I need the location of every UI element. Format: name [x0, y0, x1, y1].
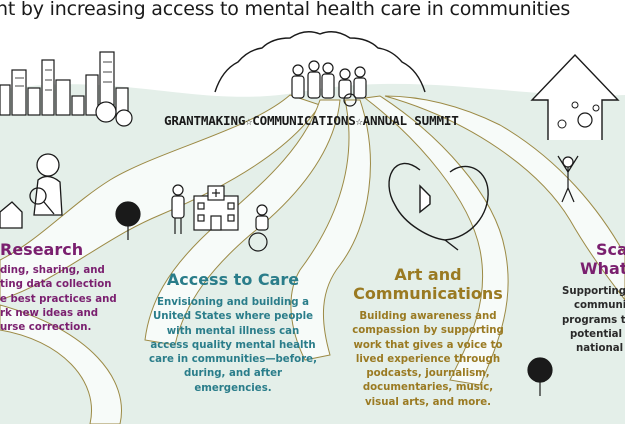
- access-line: United States where people: [152, 311, 314, 323]
- access-line: emergencies.: [194, 382, 272, 394]
- research-line: ting data collection: [0, 279, 112, 291]
- research-description: ding, sharing, and ting data collection …: [0, 264, 117, 335]
- scale-line: Supporting: [562, 286, 625, 297]
- art-line: Building awareness and: [359, 311, 497, 322]
- research-line: e best practices and: [0, 293, 117, 305]
- wheelchair-user-icon: [248, 204, 269, 252]
- tree-icon: [95, 101, 117, 123]
- access-line: during, and after: [183, 368, 283, 380]
- doctor-icon: [171, 184, 185, 234]
- winding-roads: [0, 94, 625, 424]
- star-separator-2: ☆: [355, 114, 363, 128]
- page-heading: nt by increasing access to mental health…: [0, 0, 571, 20]
- art-line: lived experience through: [355, 353, 501, 365]
- scale-line: national: [576, 343, 624, 355]
- star-separator-1: ☆: [245, 114, 253, 128]
- research-line: rk new ideas and: [0, 307, 99, 319]
- research-line: ding, sharing, and: [0, 265, 105, 276]
- art-title-line-2: Communications: [353, 284, 503, 303]
- tree-icon-left: [115, 201, 141, 240]
- cheering-person-icon: [557, 155, 579, 203]
- banner-grantmaking: GRANTMAKING: [164, 113, 246, 128]
- access-line: access quality mental health: [150, 339, 316, 351]
- scale-title: Sca: [584, 240, 625, 259]
- scale-description: Supporting communi programs th potential…: [562, 285, 625, 356]
- access-line: with mental illness can: [166, 325, 300, 337]
- art-title-line-1: Art and: [394, 265, 462, 284]
- access-line: Envisioning and building a: [157, 297, 309, 308]
- banner-communications: COMMUNICATIONS: [252, 113, 356, 128]
- city-skyline: [0, 51, 129, 116]
- sun-rays: [214, 31, 426, 93]
- art-line: documentaries, music,: [362, 382, 494, 394]
- tree-icon-right: [527, 357, 553, 396]
- researcher-with-magnifier-icon: [0, 153, 63, 229]
- access-description: Envisioning and building a United States…: [143, 296, 323, 396]
- people-group-icon: [291, 60, 367, 107]
- access-line: care in communities—before,: [149, 354, 317, 366]
- scale-line: programs th: [562, 314, 625, 326]
- research-line: urse correction.: [0, 322, 92, 334]
- art-title: Art and Communications: [348, 265, 508, 303]
- art-line: podcasts, journalism,: [366, 368, 490, 380]
- art-line: visual arts, and more.: [365, 396, 491, 408]
- scale-title-2: What W: [580, 259, 625, 278]
- banner-annual-summit: ANNUAL SUMMIT: [362, 113, 459, 128]
- art-line: compassion by supporting: [352, 325, 504, 337]
- art-line: work that gives a voice to: [353, 339, 503, 351]
- scale-line: potential t: [570, 328, 625, 340]
- lightbulb-icon: [577, 112, 593, 128]
- megaphone-heart-icon: [388, 162, 489, 251]
- access-title: Access to Care: [166, 270, 300, 289]
- hospital-building-icon: [193, 185, 239, 231]
- banner-row: GRANTMAKING☆COMMUNICATIONS☆ANNUAL SUMMIT: [164, 113, 459, 128]
- art-description: Building awareness and compassion by sup…: [338, 310, 518, 410]
- window-grid: [15, 61, 112, 91]
- scale-line: communi: [574, 300, 625, 312]
- scale-title-line-1: Sca: [596, 240, 625, 259]
- growth-arrow-icon: [530, 53, 620, 140]
- research-title: Research: [0, 240, 84, 259]
